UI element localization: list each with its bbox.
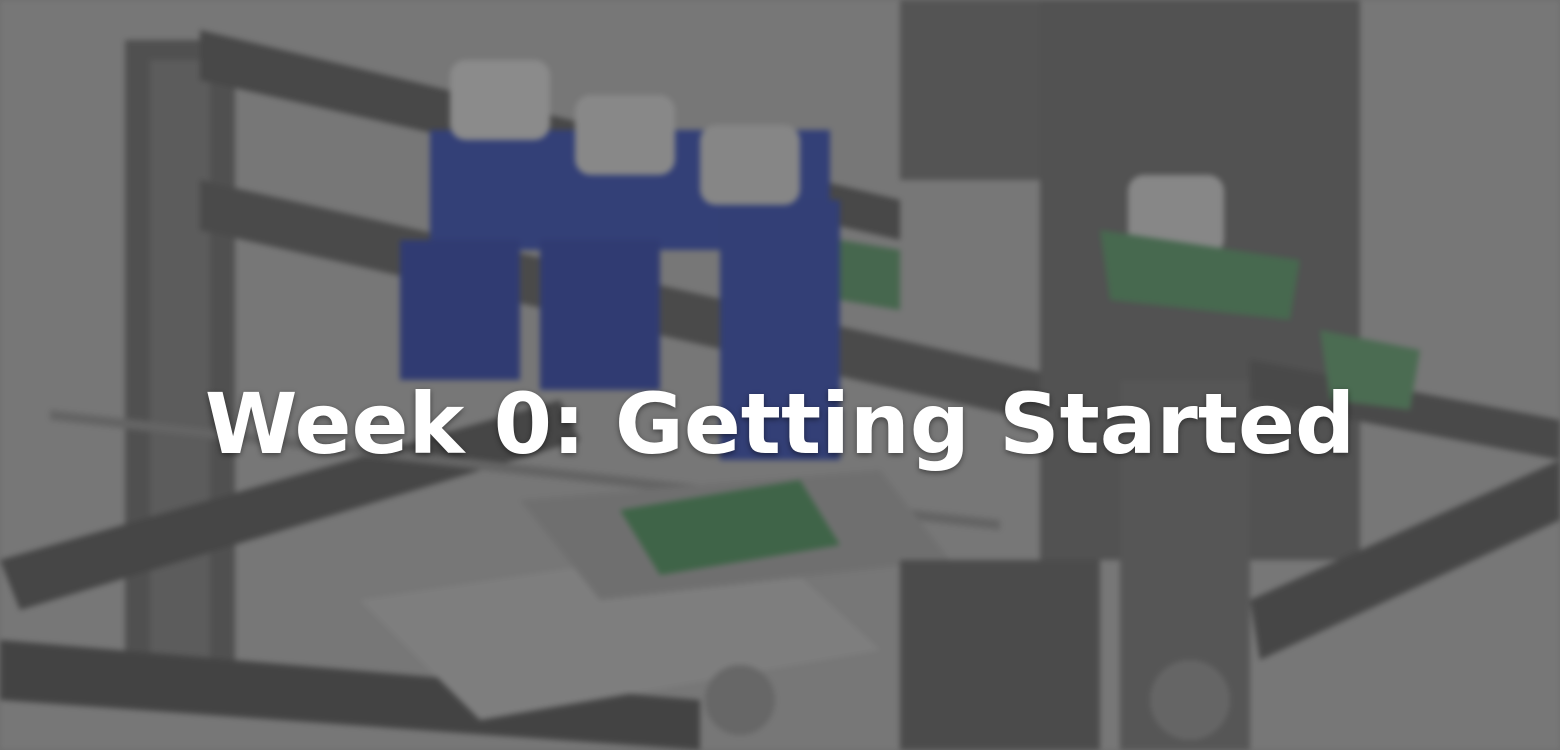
lower-rail-front bbox=[0, 640, 700, 750]
blue-carriage-left bbox=[400, 240, 520, 380]
green-bracket-left bbox=[840, 240, 900, 310]
right-rail bbox=[1250, 360, 1560, 460]
blue-carriage-mid bbox=[540, 240, 660, 390]
lower-rail-left bbox=[0, 400, 580, 610]
stepper-motor-2 bbox=[575, 95, 675, 175]
stepper-motor-1 bbox=[450, 60, 550, 140]
lower-rail-right bbox=[1250, 460, 1560, 660]
green-bracket-right bbox=[1100, 230, 1300, 320]
stepper-motor-3 bbox=[700, 125, 800, 205]
blue-carriage-right bbox=[720, 200, 840, 460]
front-wheel bbox=[705, 665, 775, 735]
page-title: Week 0: Getting Started bbox=[204, 375, 1356, 474]
green-bracket-far bbox=[1320, 330, 1420, 410]
green-pcb bbox=[620, 480, 840, 575]
print-bed bbox=[360, 540, 880, 720]
stepper-motor-4 bbox=[1128, 175, 1224, 255]
lower-gearbox bbox=[900, 560, 1100, 750]
lower-wheel bbox=[1150, 660, 1230, 740]
